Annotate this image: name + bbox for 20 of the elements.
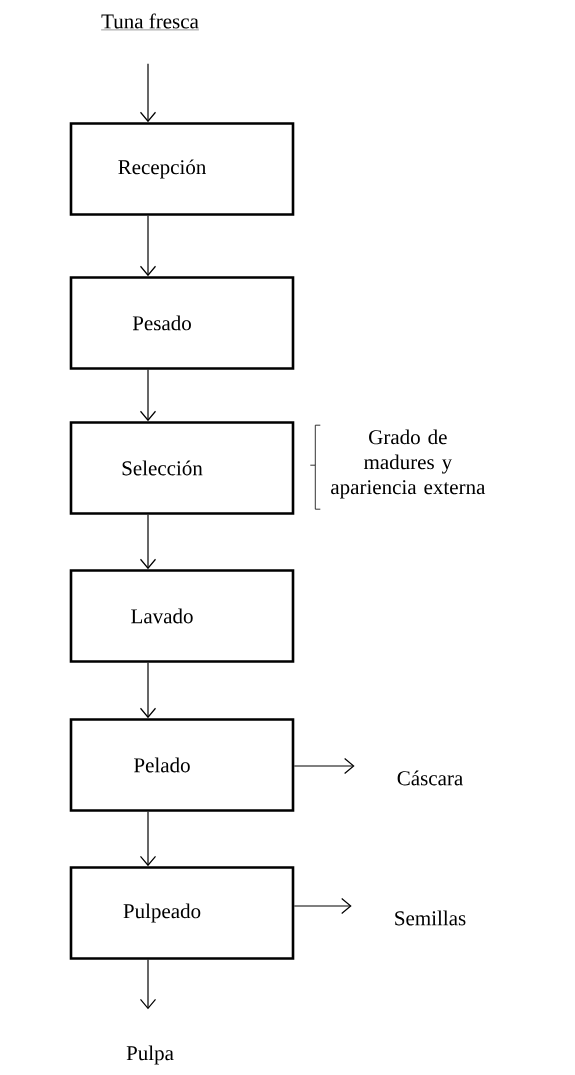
arrow [293, 897, 352, 915]
process-box: Recepción [69, 122, 295, 216]
process-box: Selección [69, 421, 295, 515]
arrow [139, 215, 157, 277]
arrow [139, 63, 157, 123]
arrow [293, 757, 355, 775]
arrow [139, 959, 157, 1010]
process-box: Pelado [69, 718, 295, 812]
arrow [139, 514, 157, 570]
arrow [139, 811, 157, 867]
note-text: Grado de madures y apariencia externa [331, 429, 486, 499]
arrow [139, 662, 157, 719]
arrow [139, 369, 157, 422]
output-label: Cáscara [397, 770, 463, 786]
process-box: Lavado [69, 569, 295, 663]
output-label: Pulpa [126, 1045, 174, 1065]
output-label: Semillas [395, 910, 466, 926]
process-box: Pesado [69, 276, 295, 370]
input-label: Tuna fresca [100, 13, 200, 31]
process-box: Pulpeado [69, 866, 295, 960]
